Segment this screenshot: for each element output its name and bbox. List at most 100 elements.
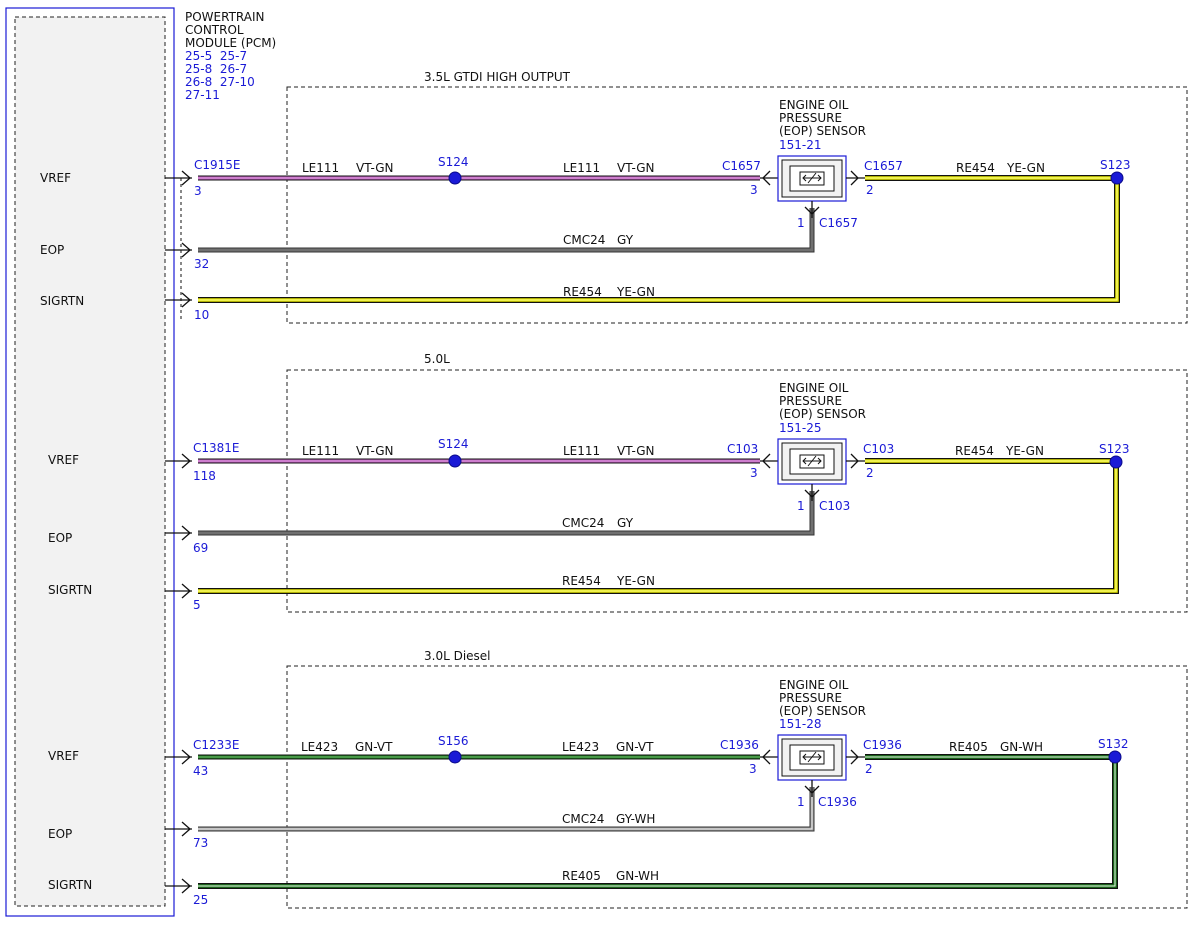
- pcm-pin-eop: 73: [193, 836, 208, 850]
- sensor-pin-left: 3: [750, 183, 758, 197]
- splice2-label: S123: [1099, 442, 1130, 456]
- splice1-label: S124: [438, 437, 469, 451]
- sig-wire-circuit: RE454: [563, 285, 602, 299]
- eop-wire-circuit: CMC24: [563, 233, 605, 247]
- sensor-ref: 151-21: [779, 138, 822, 152]
- wire1-color-right: GN-VT: [616, 740, 654, 754]
- pcm-pin-eop: 32: [194, 257, 209, 271]
- sensor-ref: 151-28: [779, 717, 822, 731]
- pcm-connector-id: C1381E: [193, 441, 240, 455]
- pin-label-vref: VREF: [48, 749, 79, 763]
- sensor-title-line-3: (EOP) SENSOR: [779, 704, 866, 718]
- splice-dot: [1108, 750, 1122, 764]
- eop-wire: [198, 491, 815, 536]
- sensor-pin-bottom: 1: [797, 499, 805, 513]
- pcm-ref-line-3: 26-8 27-10: [185, 75, 255, 89]
- sensor-title-line-2: PRESSURE: [779, 394, 842, 408]
- wire1-color-right: VT-GN: [617, 161, 654, 175]
- sensor-pin-bottom: 1: [797, 216, 805, 230]
- right-wire-color: GN-WH: [1000, 740, 1043, 754]
- sensor-connector-right: C1657: [864, 159, 903, 173]
- pcm-pin-arrows: [165, 453, 192, 599]
- sensor-pin-right: 2: [866, 183, 874, 197]
- sensor-connector-bottom: C1657: [819, 216, 858, 230]
- splice-dot: [448, 171, 462, 185]
- wire1-color-left: VT-GN: [356, 444, 393, 458]
- sensor-title-line-1: ENGINE OIL: [779, 98, 849, 112]
- wire1-circuit-right: LE111: [563, 161, 600, 175]
- pcm-pin-vref: 43: [193, 764, 208, 778]
- sig-wire-color: GN-WH: [616, 869, 659, 883]
- pcm-pin-vref: 3: [194, 184, 202, 198]
- splice1-label: S124: [438, 155, 469, 169]
- pin-label-vref: VREF: [40, 171, 71, 185]
- sensor-pin-bottom: 1: [797, 795, 805, 809]
- pcm-ref-line-4: 27-11: [185, 88, 220, 102]
- eop-sensor-icon: [760, 155, 865, 218]
- sensor-pin-left: 3: [750, 466, 758, 480]
- right-wire-color: YE-GN: [1005, 444, 1044, 458]
- wire1-color-right: VT-GN: [617, 444, 654, 458]
- pcm-title-line-2: CONTROL: [185, 23, 244, 37]
- sensor-title-line-3: (EOP) SENSOR: [779, 407, 866, 421]
- pcm-module: [5, 7, 175, 917]
- pcm-pin-arrows: [165, 170, 192, 320]
- sig-wire-color: YE-GN: [616, 285, 655, 299]
- splice-dot: [448, 454, 462, 468]
- eop-wire: [198, 787, 815, 832]
- eop-wire-circuit: CMC24: [562, 812, 604, 826]
- eop-wire-color: GY: [617, 233, 634, 247]
- wire1-circuit-left: LE111: [302, 444, 339, 458]
- sensor-pin-left: 3: [749, 762, 757, 776]
- pcm-connector-id: C1233E: [193, 738, 240, 752]
- right-wire-circuit: RE405: [949, 740, 988, 754]
- pcm-title-line-3: MODULE (PCM): [185, 36, 276, 50]
- section-3-0l-diesel: 3.0L Diesel VREF EOP SIGRTN C1233E 43 73…: [48, 649, 1188, 909]
- pcm-pin-eop: 69: [193, 541, 208, 555]
- right-wire-circuit: RE454: [956, 161, 995, 175]
- sensor-title-line-2: PRESSURE: [779, 691, 842, 705]
- sensor-connector-left: C1657: [722, 159, 761, 173]
- pin-label-eop: EOP: [48, 827, 72, 841]
- sensor-title-line-1: ENGINE OIL: [779, 381, 849, 395]
- sigrtn-wire: [198, 175, 1120, 303]
- pcm-pin-sigrtn: 25: [193, 893, 208, 907]
- pcm-pin-arrows: [165, 749, 192, 894]
- eop-wire-circuit: CMC24: [562, 516, 604, 530]
- sensor-pin-right: 2: [866, 466, 874, 480]
- sensor-connector-right: C1936: [863, 738, 902, 752]
- sensor-title-line-3: (EOP) SENSOR: [779, 124, 866, 138]
- right-wire-color: YE-GN: [1006, 161, 1045, 175]
- pcm-ref-line-1: 25-5 25-7: [185, 49, 247, 63]
- wire1-circuit-left: LE423: [301, 740, 338, 754]
- pin-label-sigrtn: SIGRTN: [40, 294, 84, 308]
- eop-sensor-icon: [760, 438, 865, 501]
- sensor-title-line-1: ENGINE OIL: [779, 678, 849, 692]
- sigrtn-wire: [198, 458, 1119, 594]
- sensor-connector-bottom: C1936: [818, 795, 857, 809]
- pcm-ref-line-2: 25-8 26-7: [185, 62, 247, 76]
- splice2-label: S132: [1098, 737, 1129, 751]
- wire1-color-left: VT-GN: [356, 161, 393, 175]
- sensor-connector-left: C1936: [720, 738, 759, 752]
- wire1-circuit-right: LE423: [562, 740, 599, 754]
- eop-sensor-icon: [760, 734, 865, 797]
- pin-label-eop: EOP: [48, 531, 72, 545]
- sig-wire-color: YE-GN: [616, 574, 655, 588]
- sensor-connector-left: C103: [727, 442, 758, 456]
- sig-wire-circuit: RE454: [562, 574, 601, 588]
- splice2-label: S123: [1100, 158, 1131, 172]
- eop-wire: [198, 208, 815, 253]
- splice1-label: S156: [438, 734, 469, 748]
- pin-label-sigrtn: SIGRTN: [48, 878, 92, 892]
- sensor-title-line-2: PRESSURE: [779, 111, 842, 125]
- section-title: 3.0L Diesel: [424, 649, 491, 663]
- sensor-connector-right: C103: [863, 442, 894, 456]
- eop-wire-color: GY: [617, 516, 634, 530]
- sigrtn-wire: [198, 754, 1118, 889]
- sensor-ref: 151-25: [779, 421, 822, 435]
- right-wire-circuit: RE454: [955, 444, 994, 458]
- splice-dot: [1109, 455, 1123, 469]
- wire1-circuit-right: LE111: [563, 444, 600, 458]
